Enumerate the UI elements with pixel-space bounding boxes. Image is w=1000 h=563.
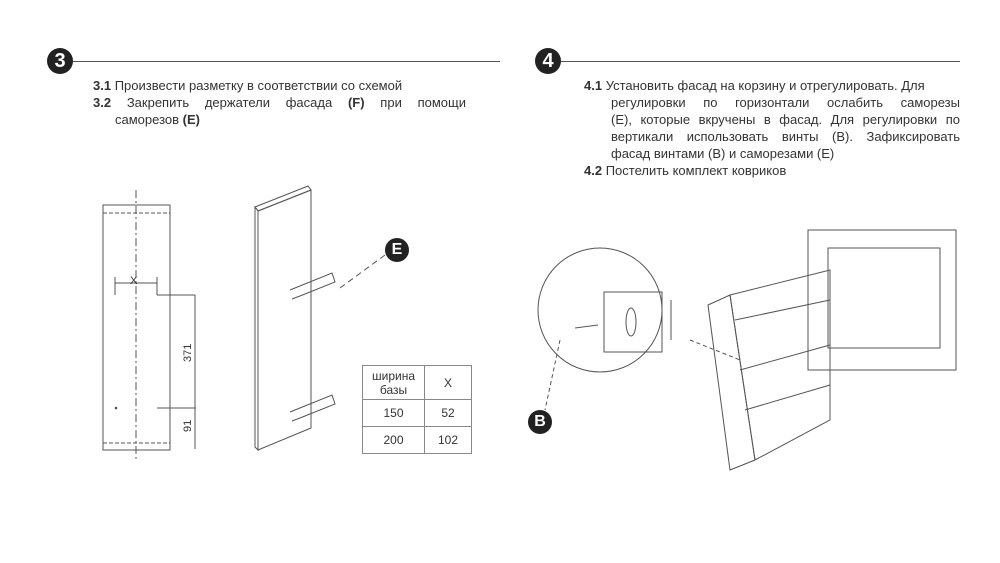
step-4-badge: 4: [535, 48, 561, 74]
step-4-1-line-1: 4.1 Установить фасад на корзину и отрегу…: [584, 78, 960, 94]
facade-panel: [254, 185, 386, 452]
step-4-1-line-2: регулировки по горизонтали ослабить само…: [611, 95, 960, 110]
step-4-2: 4.2 Постелить комплект ковриков: [584, 163, 786, 179]
table-row: 200 102: [362, 426, 472, 454]
step-4-1-line-4: вертикали использовать винты (B). Зафикс…: [611, 129, 960, 144]
dim-371-label: 371: [182, 344, 194, 362]
table-header-row: ширина базы X: [362, 365, 472, 400]
item-number: 4.1: [584, 78, 603, 93]
item-number: 3.2: [93, 95, 112, 110]
step-3-2: 3.2 Закрепить держатели фасада (F) при п…: [93, 95, 466, 111]
cell: 200: [362, 426, 425, 454]
cell: 150: [362, 399, 425, 427]
cell: 102: [424, 426, 472, 454]
step-4-1-line-5: фасад винтами (B) и саморезами (E): [611, 146, 835, 161]
header-base-width: ширина базы: [362, 365, 425, 400]
item-text: Произвести разметку в соответствии со сх…: [114, 78, 403, 93]
item-text: саморезов: [115, 112, 180, 127]
item-text: при помощи: [380, 95, 466, 110]
base-width-table: ширина базы X 150 52 200 102: [362, 365, 472, 454]
callout-b: B: [528, 410, 552, 434]
step-3-badge: 3: [47, 48, 73, 74]
header-x: X: [424, 365, 472, 400]
item-text: Постелить комплект ковриков: [605, 163, 787, 178]
basket-illustration: [537, 229, 957, 471]
item-text: Закрепить держатели фасада: [126, 95, 333, 110]
dim-91-label: 91: [182, 420, 194, 432]
step-3-1: 3.1 Произвести разметку в соответствии с…: [93, 78, 402, 94]
item-number: 3.1: [93, 78, 112, 93]
step-4-divider: [561, 61, 960, 62]
step-3-divider: [73, 61, 500, 62]
label-e: (E): [182, 112, 200, 127]
label-f: (F): [347, 95, 365, 110]
item-number: 4.2: [584, 163, 603, 178]
table-row: 150 52: [362, 399, 472, 427]
step-3-2-cont: саморезов (E): [115, 112, 200, 128]
step-4-1-line-3: (E), которые вкручены в фасад. Для регул…: [611, 112, 960, 127]
callout-e: E: [385, 238, 409, 262]
item-text: Установить фасад на корзину и отрегулиро…: [605, 78, 925, 93]
dim-x-label: X: [130, 275, 138, 287]
cell: 52: [424, 399, 472, 427]
marking-scheme: [102, 190, 196, 460]
